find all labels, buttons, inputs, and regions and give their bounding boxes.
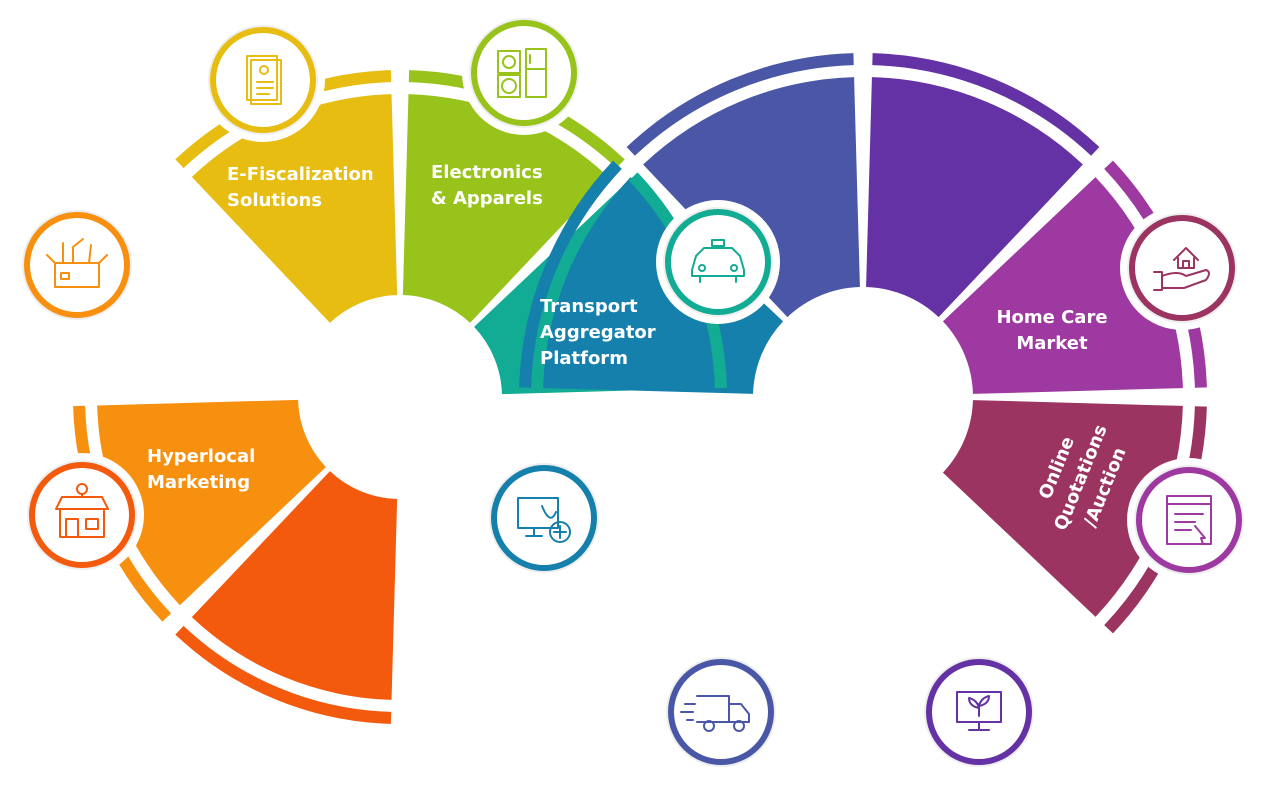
- icon-stroke-rect: [525, 48, 547, 98]
- icon-stroke-circle: [730, 264, 738, 272]
- icon-stroke-path: [1194, 525, 1206, 545]
- delivery-truck-icon: [659, 650, 783, 774]
- segment-efiscal: [191, 94, 398, 323]
- icon-stroke-rect: [54, 262, 100, 288]
- electronics-badge-ring: [471, 20, 577, 126]
- icon-stroke-path: [256, 81, 274, 95]
- segment-transport-label-line: Platform: [540, 348, 628, 369]
- segment-restaurant-label-line: Platforms: [152, 340, 251, 361]
- logistics-badge-ring: [668, 659, 774, 765]
- segment-transport-label-line: Aggregator: [540, 322, 656, 343]
- segment-homecare: [942, 400, 1183, 617]
- segment-healthcare-label-line: Online: [640, 429, 705, 450]
- segment-hyperlocal-outer-ring: [175, 625, 392, 724]
- segment-restaurant-label-line: Restaurant: [152, 288, 265, 309]
- icon-stroke-path: [1161, 269, 1210, 289]
- segment-quotations: [942, 177, 1183, 394]
- segment-homecare-label-line: Home Care: [996, 307, 1107, 328]
- segment-electronics-label: Electronics & Apparels: [431, 162, 543, 209]
- icon-stroke-circle: [501, 78, 517, 94]
- segment-hyperlocal-label-line: Hyperlocal: [147, 446, 255, 467]
- icon-stroke-path: [541, 505, 557, 519]
- appliances-icon: [462, 11, 586, 135]
- segment-restaurant-label-line: Aggregator: [152, 314, 268, 335]
- document-icon: [201, 18, 325, 142]
- icon-stroke-path: [525, 54, 547, 70]
- web-auction-icon: [1127, 458, 1251, 582]
- icon-stroke-path: [1174, 513, 1204, 531]
- icon-stroke-path: [553, 525, 567, 539]
- segment-healthcare-label-line: Healthcare: [594, 455, 705, 476]
- farm-computer-icon: [917, 650, 1041, 774]
- icon-stroke-path: [968, 721, 990, 731]
- home-care-icon: [1120, 206, 1244, 330]
- icon-stroke-path: [62, 238, 92, 264]
- segment-farm-label: Farm ToHome OnlineSolution: [880, 555, 1026, 665]
- icon-stroke-circle: [698, 264, 706, 272]
- icon-stroke-path: [680, 703, 696, 721]
- segment-farm-outer-ring: [872, 53, 1100, 156]
- efiscal-badge-ring: [210, 27, 316, 133]
- segment-electronics: [402, 94, 609, 323]
- segment-hyperlocal: [191, 471, 398, 700]
- segment-farm: [866, 77, 1083, 318]
- icon-stroke-circle: [733, 720, 745, 732]
- icon-stroke-path: [46, 254, 108, 264]
- segment-healthcare-outer-ring: [519, 160, 622, 388]
- transport-badge-ring: [665, 209, 771, 315]
- icon-stroke-path: [525, 527, 543, 537]
- icon-stroke-circle: [549, 521, 571, 543]
- icon-stroke-rect: [65, 518, 79, 538]
- segment-efiscal-label-line: E-Fiscalization: [227, 164, 374, 185]
- segment-efiscal-label-line: Solutions: [227, 190, 322, 211]
- segment-hyperlocal-label-line: Marketing: [147, 472, 250, 493]
- icon-stroke-rect: [1166, 495, 1212, 545]
- segment-electronics-label-line: Electronics: [431, 162, 543, 183]
- segment-transport-label-line: Transport: [540, 296, 638, 317]
- hyperlocal-badge-ring: [29, 462, 135, 568]
- segment-restaurant: [97, 399, 326, 606]
- icon-stroke-path: [968, 695, 990, 717]
- healthcare-badge-ring: [491, 465, 597, 571]
- quotations-badge-ring: [1136, 467, 1242, 573]
- icon-stroke-path: [1153, 271, 1163, 291]
- icon-stroke-rect: [250, 59, 282, 105]
- segment-electronics-label-line: & Apparels: [431, 188, 543, 209]
- icon-stroke-circle: [502, 55, 516, 69]
- icon-stroke-rect: [497, 74, 521, 98]
- icon-stroke-circle: [703, 720, 715, 732]
- icon-stroke-rect: [517, 497, 559, 529]
- segment-logistics-outer-ring: [626, 53, 854, 156]
- icons-layer: [15, 11, 1251, 774]
- taxi-icon: [656, 200, 780, 324]
- icon-stroke-rect: [60, 272, 70, 280]
- restaurant-badge-ring: [24, 212, 130, 318]
- segment-logistics: [643, 77, 860, 318]
- icon-stroke-path: [699, 275, 737, 283]
- segment-healthcare-label-line: Solution: [621, 481, 705, 502]
- segments-layer: [97, 77, 1183, 700]
- storefront-icon: [20, 453, 144, 577]
- icon-stroke-rect: [85, 518, 99, 530]
- icon-stroke-path: [55, 496, 109, 510]
- icon-stroke-path: [691, 247, 745, 277]
- icon-stroke-rect: [497, 50, 521, 74]
- grocery-box-icon: [15, 203, 139, 327]
- icon-stroke-circle: [259, 65, 269, 75]
- icon-stroke-rect: [246, 55, 278, 101]
- telemedicine-icon: [482, 456, 606, 580]
- icon-stroke-rect: [711, 239, 725, 247]
- icon-stroke-rect: [1182, 260, 1190, 269]
- segment-homecare-label-line: Market: [1016, 333, 1088, 354]
